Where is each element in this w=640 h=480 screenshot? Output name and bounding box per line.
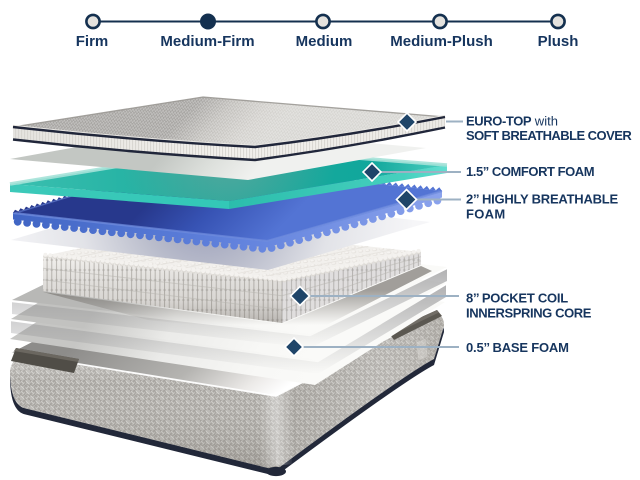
svg-text:1.5” COMFORT FOAM: 1.5” COMFORT FOAM [466,164,594,179]
svg-text:INNERSPRING CORE: INNERSPRING CORE [466,306,592,321]
svg-text:8’’ POCKET COIL: 8’’ POCKET COIL [466,291,568,306]
svg-text:FOAM: FOAM [466,207,505,222]
svg-text:Plush: Plush [538,33,579,50]
svg-text:Medium: Medium [296,33,353,50]
svg-text:Medium-Firm: Medium-Firm [160,33,254,50]
svg-text:EURO-TOP with: EURO-TOP with [466,114,558,129]
svg-text:SOFT BREATHABLE COVER: SOFT BREATHABLE COVER [466,128,632,143]
svg-text:2’’ HIGHLY BREATHABLE: 2’’ HIGHLY BREATHABLE [466,192,618,207]
svg-text:Firm: Firm [76,33,109,50]
svg-text:Medium-Plush: Medium-Plush [390,33,493,50]
svg-text:0.5’’ BASE FOAM: 0.5’’ BASE FOAM [466,340,569,355]
